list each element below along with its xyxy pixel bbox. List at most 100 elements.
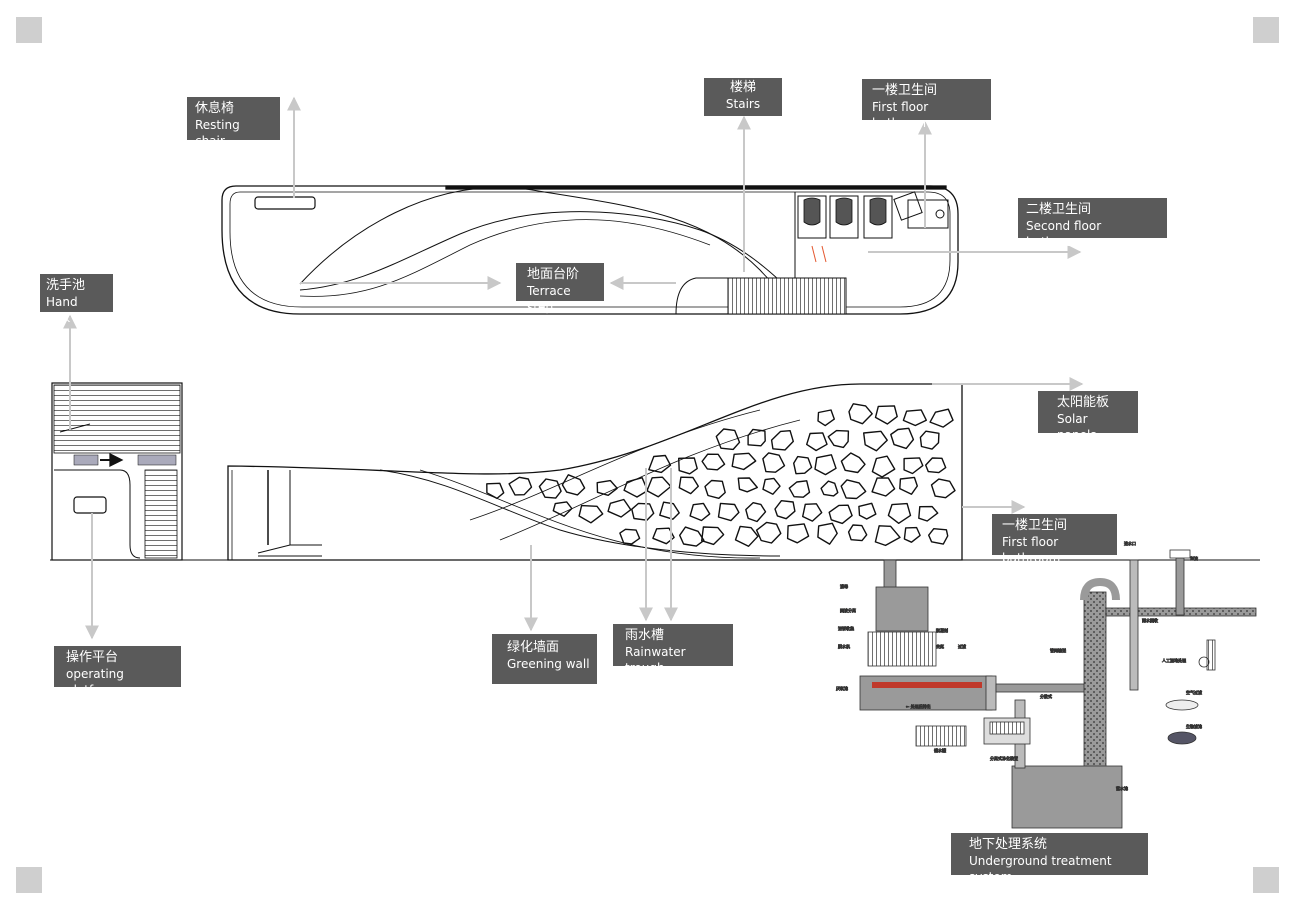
greening-wall-cell: [890, 427, 915, 450]
label-cn: 太阳能板: [1057, 395, 1110, 410]
svg-text:去氮: 去氮: [936, 643, 944, 649]
label-en: Greening wall: [507, 657, 590, 671]
svg-text:分离式净化装置: 分离式净化装置: [990, 755, 1018, 761]
label-en: First floor bathroom: [872, 100, 931, 130]
label-cn: 一楼卫生间: [1002, 518, 1068, 533]
svg-text:雨水回收: 雨水回收: [1142, 617, 1158, 623]
svg-text:管网输送: 管网输送: [1050, 647, 1066, 653]
svg-text:脱水机: 脱水机: [838, 643, 850, 649]
greening-wall-cell: [902, 409, 927, 427]
svg-text:人工湿地处理: 人工湿地处理: [1162, 657, 1186, 663]
svg-text:分散式: 分散式: [1040, 693, 1052, 699]
greening-wall-cell: [802, 503, 823, 522]
greening-wall-cell: [561, 474, 586, 496]
greening-wall-cell: [903, 457, 924, 475]
greening-wall-cell: [817, 409, 835, 427]
label-cn: 操作平台: [66, 650, 119, 665]
greening-wall-cell: [840, 452, 866, 474]
greening-wall-cell: [903, 526, 921, 543]
label-cn: 一楼卫生间: [872, 83, 938, 98]
label-en: Second floor bathroom: [1026, 219, 1102, 249]
greening-wall-cell: [919, 430, 940, 450]
greening-wall-cell: [762, 452, 786, 473]
greening-wall-cell: [704, 479, 726, 499]
greening-wall-cell: [925, 457, 947, 474]
greening-wall-cell: [770, 430, 794, 451]
label-terrace-step: 地面台阶 Terrace step: [516, 263, 604, 314]
plan-view: [221, 185, 959, 315]
greening-wall-cell: [607, 498, 632, 518]
greening-wall-cell: [678, 457, 698, 475]
greening-wall-cell: [874, 405, 898, 425]
greening-wall-cell: [552, 501, 573, 517]
greening-wall-cell: [679, 526, 705, 547]
label-en: Rainwater trough: [625, 645, 686, 675]
label-en: Terrace step: [527, 284, 571, 314]
underground-system: 消毒 固液分离 泥饼收集 脱水机 絮凝剂 去氮 过滤 厌氧池 ← 处理后排出 管…: [836, 540, 1257, 829]
svg-text:絮凝剂: 絮凝剂: [936, 627, 948, 633]
greening-wall-cell: [659, 501, 680, 520]
greening-wall-cell: [786, 523, 810, 544]
label-cn: 绿化墙面: [507, 640, 560, 655]
greening-wall-cell: [930, 478, 956, 499]
svg-text:厌氧池: 厌氧池: [836, 685, 848, 691]
label-en: Hand sink: [46, 295, 78, 325]
greening-wall-cell: [578, 504, 604, 524]
svg-text:空气过滤: 空气过滤: [1186, 689, 1202, 695]
svg-text:生物滤池: 生物滤池: [1186, 723, 1202, 729]
corner-mark-bottom-right: [1253, 867, 1279, 893]
label-resting-chair: 休息椅 Resting chair: [187, 97, 280, 148]
greening-wall-cell: [814, 454, 837, 476]
svg-text:蓄水池: 蓄水池: [1116, 785, 1128, 791]
greening-wall-cell: [745, 502, 767, 523]
greening-wall-cell: [899, 476, 918, 495]
greening-wall-cell: [848, 403, 873, 425]
greening-wall-cell: [689, 502, 711, 522]
elevation-view: [50, 382, 1260, 561]
greening-wall-cell: [918, 505, 939, 522]
greening-wall-cell: [820, 480, 839, 497]
label-en: First floor bathroom: [1002, 535, 1061, 565]
greening-wall-cell: [793, 455, 813, 475]
greening-wall-cell: [858, 502, 877, 520]
greening-wall-cell: [508, 476, 533, 496]
greening-wall-cell: [929, 408, 954, 428]
svg-text:储水罐: 储水罐: [934, 747, 946, 753]
greening-wall-cell: [734, 525, 759, 547]
greening-wall-cell: [806, 432, 828, 452]
svg-text:过滤: 过滤: [958, 643, 966, 649]
greening-wall-cell: [747, 428, 766, 447]
greening-wall-cell: [715, 428, 741, 451]
greening-wall-cell: [788, 480, 811, 498]
label-cn: 休息椅: [195, 101, 235, 116]
label-cn: 雨水槽: [625, 628, 665, 643]
greening-wall-cell: [623, 477, 649, 498]
label-underground-system: 地下处理系统 Underground treatment system: [951, 833, 1148, 884]
label-first-floor-bathroom-top: 一楼卫生间 First floor bathroom: [862, 79, 991, 130]
corner-mark-top-right: [1253, 17, 1279, 43]
greening-wall-cell: [774, 500, 796, 520]
label-en: Underground treatment system: [969, 854, 1112, 884]
label-solar-panels: 太阳能板 Solar panels: [1038, 391, 1138, 442]
label-cn: 洗手池: [46, 278, 86, 293]
greening-wall-cell: [678, 476, 699, 495]
label-en: Solar panels: [1057, 412, 1097, 442]
greening-wall-cell: [817, 522, 838, 545]
greening-wall-cell: [887, 502, 912, 524]
greening-wall-cell: [538, 478, 562, 499]
label-hand-sink: 洗手池 Hand sink: [40, 274, 113, 325]
label-rainwater-trough: 雨水槽 Rainwater trough: [613, 624, 733, 675]
greening-wall-cell: [648, 454, 672, 474]
svg-text:固液分离: 固液分离: [840, 607, 856, 613]
corner-mark-top-left: [16, 17, 42, 43]
greening-wall-cell: [731, 452, 757, 471]
greening-wall-cell: [486, 482, 505, 500]
label-en: operating platform: [66, 667, 124, 697]
greening-wall-cell: [863, 430, 888, 452]
svg-text:进水口: 进水口: [1124, 540, 1136, 546]
svg-text:← 处理后排出: ← 处理后排出: [906, 703, 931, 709]
label-greening-wall: 绿化墙面 Greening wall: [492, 634, 597, 684]
greening-wall-cell: [828, 504, 853, 525]
greening-wall-cell: [701, 526, 725, 546]
